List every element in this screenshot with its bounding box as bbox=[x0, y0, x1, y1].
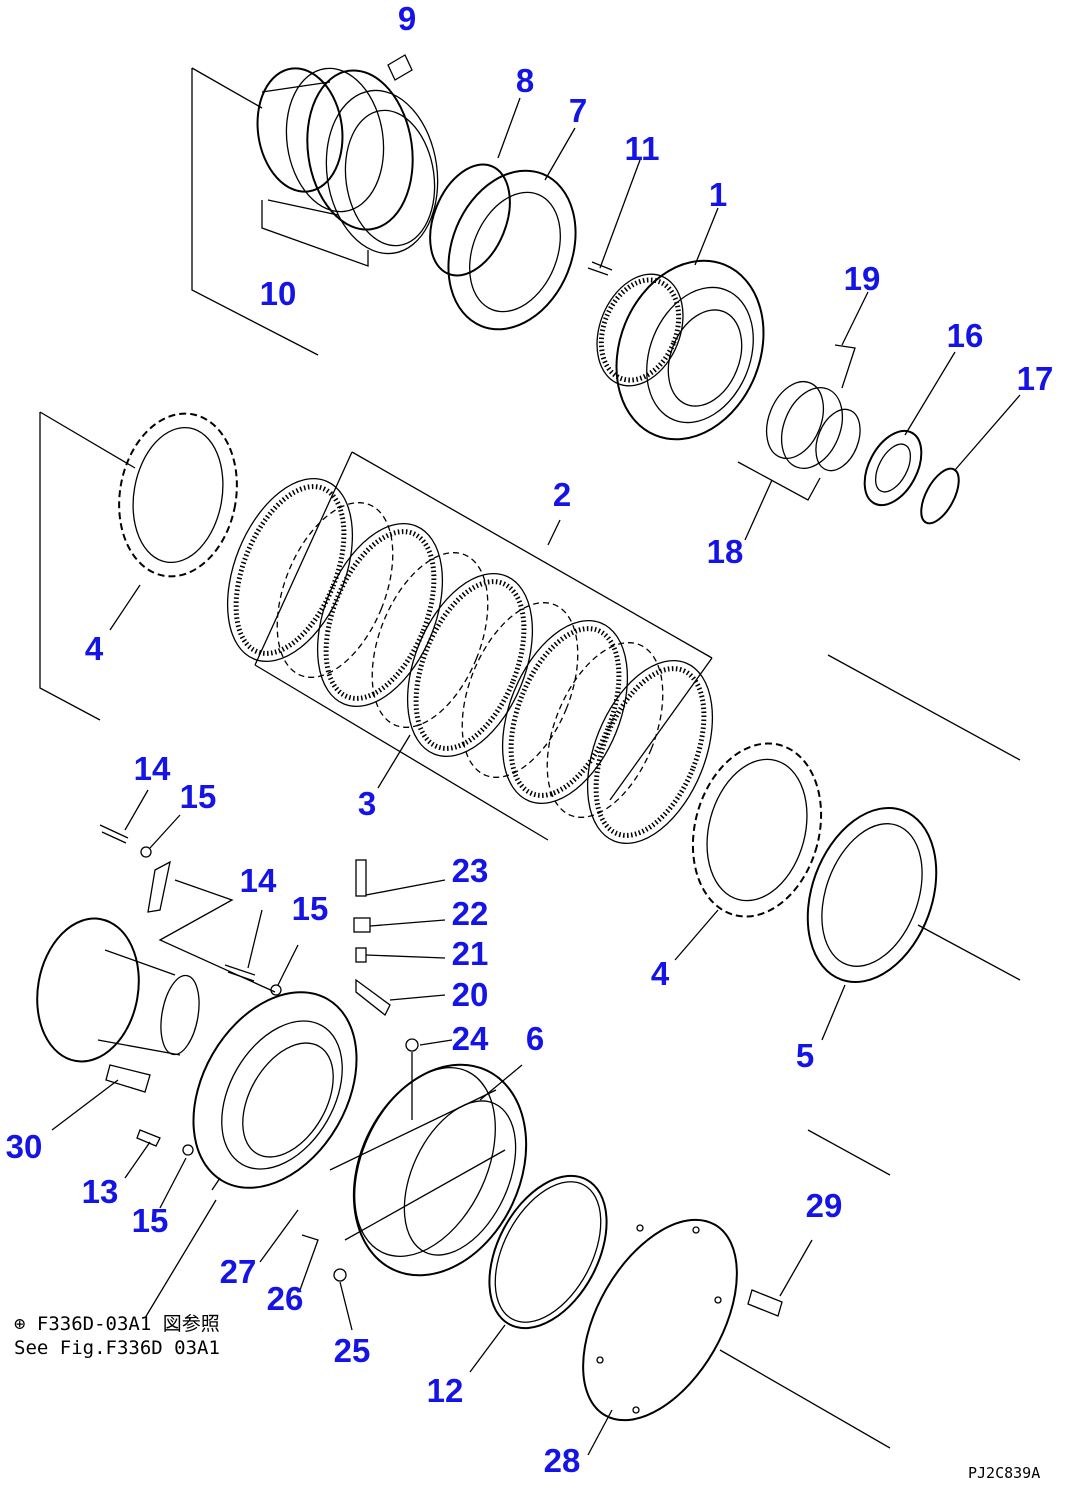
reference-note-line-1: ⊕ F336D-03A1 図参照 bbox=[14, 1313, 220, 1335]
part-1-hub bbox=[587, 159, 765, 441]
part-4-plate-upper bbox=[39, 411, 238, 721]
part-12-snap-ring bbox=[469, 1174, 608, 1373]
label-part-8: 8 bbox=[516, 62, 534, 99]
label-part-18: 18 bbox=[707, 533, 744, 570]
label-part-13: 13 bbox=[82, 1173, 119, 1210]
part-14-15-bolts bbox=[99, 789, 299, 996]
label-part-3: 3 bbox=[358, 785, 376, 822]
label-part-15-middle: 15 bbox=[292, 890, 329, 927]
label-part-14-upper: 14 bbox=[134, 750, 171, 787]
part-6-housing bbox=[259, 1063, 528, 1331]
label-part-15-lower: 15 bbox=[132, 1202, 169, 1239]
label-part-4-upper: 4 bbox=[85, 630, 104, 667]
part-7-ring bbox=[447, 127, 577, 331]
part-5-disc bbox=[806, 806, 1021, 1041]
reference-note-line-2: See Fig.F336D 03A1 bbox=[14, 1337, 220, 1359]
label-part-29: 29 bbox=[806, 1187, 843, 1224]
part-16-collar bbox=[863, 351, 956, 507]
label-part-23: 23 bbox=[452, 852, 489, 889]
label-part-28: 28 bbox=[544, 1442, 581, 1479]
carrier-ring bbox=[124, 991, 358, 1319]
label-part-4-lower: 4 bbox=[651, 955, 670, 992]
label-part-15-upper: 15 bbox=[180, 778, 217, 815]
part-2-3-clutch-pack bbox=[226, 451, 714, 845]
label-part-9: 9 bbox=[398, 0, 416, 37]
label-part-16: 16 bbox=[947, 317, 984, 354]
label-part-19: 19 bbox=[844, 260, 881, 297]
part-labels: 9 8 7 11 1 10 19 16 17 2 18 4 14 15 3 23… bbox=[6, 0, 1054, 1479]
part-29-bolt bbox=[747, 1239, 813, 1317]
part-20-24-fittings bbox=[353, 859, 453, 1120]
figure-code: PJ2C839A bbox=[968, 1464, 1040, 1482]
label-part-30: 30 bbox=[6, 1128, 43, 1165]
part-28-cover bbox=[582, 1129, 891, 1456]
label-part-27: 27 bbox=[220, 1253, 257, 1290]
label-part-2: 2 bbox=[553, 476, 571, 513]
part-30-flange bbox=[36, 917, 200, 1131]
label-part-14-middle: 14 bbox=[240, 862, 277, 899]
label-part-22: 22 bbox=[452, 895, 489, 932]
part-4-plate-lower bbox=[674, 654, 1021, 961]
label-part-6: 6 bbox=[526, 1020, 544, 1057]
label-part-25: 25 bbox=[334, 1332, 371, 1369]
part-17-snap-ring bbox=[920, 394, 1021, 525]
label-part-24: 24 bbox=[452, 1020, 489, 1057]
label-part-20: 20 bbox=[452, 976, 489, 1013]
label-part-12: 12 bbox=[427, 1372, 464, 1409]
label-part-17: 17 bbox=[1017, 360, 1054, 397]
part-18-19-bearing bbox=[737, 291, 869, 541]
label-part-11: 11 bbox=[625, 130, 660, 167]
label-part-1: 1 bbox=[709, 176, 727, 213]
label-part-21: 21 bbox=[452, 935, 489, 972]
label-part-10: 10 bbox=[260, 275, 297, 312]
label-part-5: 5 bbox=[796, 1037, 814, 1074]
part-9-10-drum bbox=[191, 54, 439, 356]
label-part-7: 7 bbox=[569, 92, 587, 129]
label-part-26: 26 bbox=[267, 1280, 304, 1317]
